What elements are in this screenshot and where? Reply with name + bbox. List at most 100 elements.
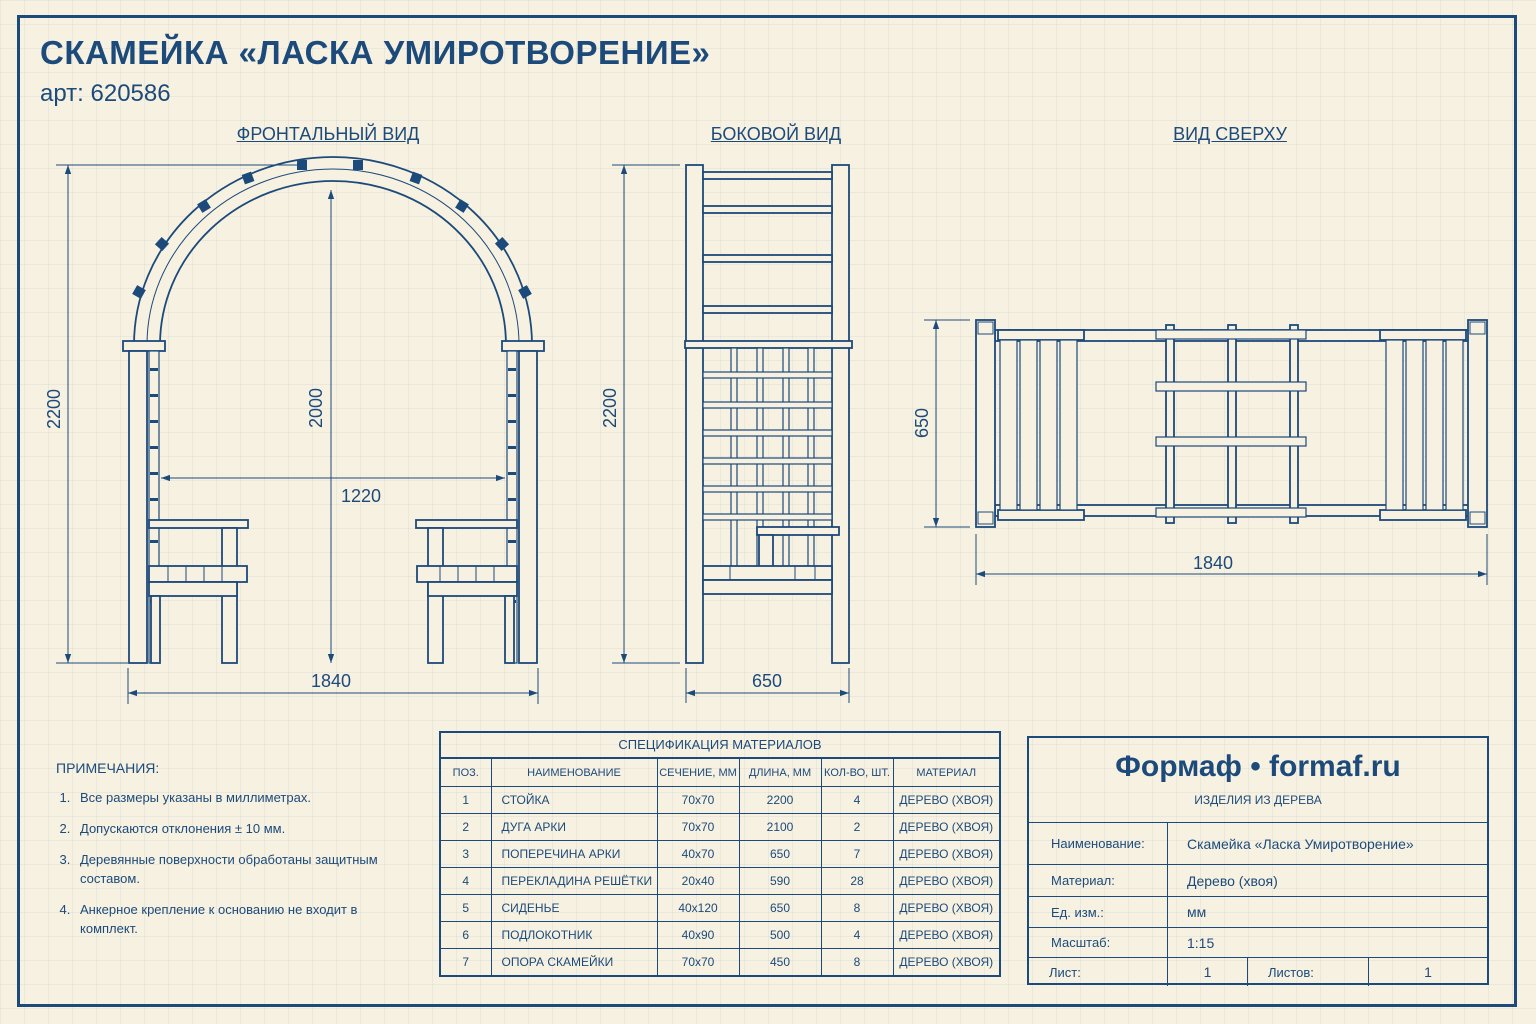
left-bench — [148, 519, 249, 664]
spec-cell: 70x70 — [656, 813, 740, 841]
note-item: Допускаются отклонения ± 10 мм. — [74, 819, 416, 838]
spec-cell: 4 — [820, 786, 894, 814]
spec-cell: 450 — [738, 948, 822, 975]
arch-crosspiece-blocks — [132, 160, 532, 299]
title-row-unit: Ед. изм.: мм — [1029, 897, 1487, 928]
spec-cell: 70x70 — [656, 948, 740, 975]
top-left-seat — [997, 329, 1085, 521]
spec-cell: ДЕРЕВО (ХВОЯ) — [892, 840, 999, 868]
name-value: Скамейка «Ласка Умиротворение» — [1187, 835, 1414, 852]
name-label: Наименование: — [1029, 823, 1168, 864]
spec-col-header: ДЛИНА, ММ — [738, 758, 822, 787]
right-bench — [415, 519, 518, 664]
spec-cell: 2 — [820, 813, 894, 841]
note-item: Все размеры указаны в миллиметрах. — [74, 788, 416, 807]
title-row-sheets: Лист: 1 Листов: 1 — [1029, 958, 1487, 986]
spec-cell: ПОДЛОКОТНИК — [490, 921, 658, 949]
right-post — [518, 350, 538, 664]
title-row-material: Материал: Дерево (хвоя) — [1029, 865, 1487, 897]
spec-col-header: МАТЕРИАЛ — [892, 758, 999, 787]
top-right-post — [1467, 319, 1488, 528]
spec-cell: 2100 — [738, 813, 822, 841]
spec-caption: СПЕЦИФИКАЦИЯ МАТЕРИАЛОВ — [441, 733, 999, 758]
right-post-cap — [501, 340, 545, 352]
title-row-scale: Масштаб: 1:15 — [1029, 928, 1487, 958]
notes: ПРИМЕЧАНИЯ: Все размеры указаны в миллим… — [56, 760, 416, 950]
spec-cell: ДЕРЕВО (ХВОЯ) — [892, 813, 999, 841]
spec-cell: 5 — [441, 894, 492, 922]
front-view-drawing — [122, 156, 545, 664]
unit-value: мм — [1187, 904, 1207, 920]
title-block: Формаф • formaf.ru ИЗДЕЛИЯ ИЗ ДЕРЕВА Наи… — [1027, 736, 1489, 986]
side-armrest — [756, 526, 840, 536]
drawing-frame — [17, 15, 1517, 1007]
front-height-dimension: 2200 — [44, 389, 64, 429]
front-inner-height-dimension: 2000 — [306, 388, 326, 428]
spec-cell: 3 — [441, 840, 492, 868]
spec-cell: 7 — [820, 840, 894, 868]
spec-cell: 650 — [738, 840, 822, 868]
front-view-dimensions — [56, 164, 539, 704]
top-right-seat — [1379, 329, 1467, 521]
spec-cell: СИДЕНЬЕ — [490, 894, 658, 922]
sheet-label: Лист: — [1029, 958, 1168, 986]
scale-label: Масштаб: — [1029, 928, 1168, 957]
spec-cell: 40x70 — [656, 840, 740, 868]
side-height-dimension: 2200 — [600, 388, 620, 428]
notes-heading: ПРИМЕЧАНИЯ: — [56, 760, 160, 776]
side-left-post — [685, 164, 704, 664]
top-view-label: ВИД СВЕРХУ — [1173, 124, 1287, 144]
spec-cell: 590 — [738, 867, 822, 895]
brand-name: Формаф • formaf.ru — [1115, 750, 1401, 783]
material-label: Материал: — [1029, 865, 1168, 896]
title-row-name: Наименование: Скамейка «Ласка Умиротворе… — [1029, 823, 1487, 865]
left-post — [128, 350, 148, 664]
spec-cell: ДЕРЕВО (ХВОЯ) — [892, 948, 999, 975]
spec-cell: 1 — [441, 786, 492, 814]
sheets-label: Листов: — [1248, 958, 1369, 986]
brand-tagline: ИЗДЕЛИЯ ИЗ ДЕРЕВА — [1194, 793, 1322, 807]
spec-col-header: ПОЗ. — [441, 758, 492, 787]
front-width-dimension: 1840 — [311, 671, 351, 691]
sheets-value: 1 — [1424, 964, 1432, 980]
unit-label: Ед. изм.: — [1029, 897, 1168, 927]
side-width-dimension: 650 — [752, 671, 782, 691]
spec-cell: СТОЙКА — [490, 786, 658, 814]
front-inner-width-dimension: 1220 — [341, 486, 381, 506]
spec-cell: ДЕРЕВО (ХВОЯ) — [892, 867, 999, 895]
spec-cell: 28 — [820, 867, 894, 895]
spec-cell: 650 — [738, 894, 822, 922]
note-item: Анкерное крепление к основанию не входит… — [74, 900, 416, 938]
top-arch-rungs — [1155, 324, 1307, 524]
side-view-dimensions — [612, 164, 850, 703]
spec-col-header: НАИМЕНОВАНИЕ — [490, 758, 658, 787]
spec-cell: 4 — [441, 867, 492, 895]
spec-cell: 500 — [738, 921, 822, 949]
spec-cell: 2200 — [738, 786, 822, 814]
spec-col-header: КОЛ-ВО, ШТ. — [820, 758, 894, 787]
side-top-beam — [684, 340, 853, 349]
spec-cell: 8 — [820, 948, 894, 975]
top-left-post — [975, 319, 996, 528]
scale-value: 1:15 — [1187, 934, 1215, 951]
spec-cell: 70x70 — [656, 786, 740, 814]
spec-cell: ОПОРА СКАМЕЙКИ — [490, 948, 658, 975]
materials-spec-table: СПЕЦИФИКАЦИЯ МАТЕРИАЛОВ ПОЗ. НАИМЕНОВАНИ… — [439, 731, 1001, 977]
spec-cell: 20x40 — [656, 867, 740, 895]
spec-cell: ПОПЕРЕЧИНА АРКИ — [490, 840, 658, 868]
spec-cell: ДЕРЕВО (ХВОЯ) — [892, 921, 999, 949]
top-view-drawing — [975, 319, 1488, 528]
spec-cell: 4 — [820, 921, 894, 949]
spec-cell: 6 — [441, 921, 492, 949]
note-item: Деревянные поверхности обработаны защитн… — [74, 850, 416, 888]
spec-cell: 7 — [441, 948, 492, 975]
spec-cell: ДУГА АРКИ — [490, 813, 658, 841]
page-title: СКАМЕЙКА «ЛАСКА УМИРОТВОРЕНИЕ» — [40, 34, 711, 71]
article-number: арт: 620586 — [40, 80, 171, 107]
